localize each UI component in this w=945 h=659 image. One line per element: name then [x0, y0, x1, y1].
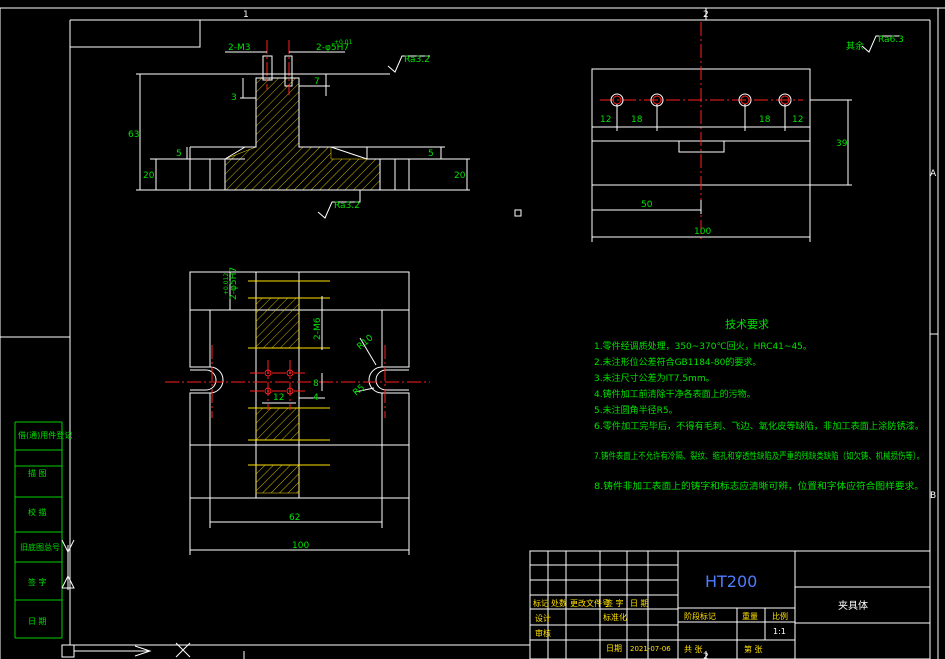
material-text: HT200: [705, 572, 757, 591]
sheet-total: 共 张: [684, 645, 703, 654]
side-dim-50: 50: [641, 200, 653, 210]
top-hatch-base: [255, 464, 300, 494]
tech-req-1: 1.零件经调质处理，350~370℃回火，HRC41~45。: [594, 340, 812, 352]
strip-label-old-no: 旧底图总号: [20, 542, 60, 552]
strip-label-borrow: 借(通)用件登记: [18, 430, 72, 440]
header-change-doc: 更改文件号: [570, 598, 610, 608]
title-block: HT200 夹具体 标记 处数 更改文件号 签 字 日 期 标准化 阶段标记 重…: [529, 550, 931, 659]
top-dim-12: 12: [273, 393, 284, 403]
roughness-bottom: Ra3.2: [334, 201, 360, 211]
roughness-top: Ra3.2: [404, 55, 430, 65]
roughness-other-label: 其余: [846, 40, 864, 52]
roughness-other-value: Ra6.3: [878, 35, 904, 45]
tech-req-8: 8.铸件非加工表面上的铸字和标志应清晰可辨，位置和字体应符合图样要求。: [594, 480, 924, 492]
left-strip-table: 借(通)用件登记 描 图 校 描 旧底图总号 签 字 日 期: [0, 336, 72, 639]
zone-right-b: B: [930, 491, 936, 501]
header-sign: 签 字: [605, 598, 624, 608]
top-dim-8: 8: [313, 379, 319, 389]
drawing-frame: 1 2 A B 2: [0, 7, 945, 659]
header-mark: 标记: [533, 598, 549, 608]
front-step-right-dim: 5: [428, 149, 434, 159]
standardization-label: 标准化: [603, 612, 627, 622]
zone-bottom-2: 2: [703, 652, 709, 659]
tech-req-5: 5.未注圆角半径R5。: [594, 404, 678, 416]
zone-right-a: A: [930, 169, 937, 179]
pick-box: [514, 209, 522, 217]
front-flange-right-dim: 20: [454, 171, 466, 181]
front-flange-left-dim: 20: [143, 171, 155, 181]
zone-top-1: 1: [243, 10, 249, 20]
strip-label-sign: 签 字: [28, 577, 47, 587]
strip-label-check: 校 描: [28, 507, 47, 517]
top-view: 2-φ5H7 +0.012 2-M6 R10 R5 8 12 4 62 100: [165, 267, 430, 555]
top-hole-tol: +0.012: [223, 273, 230, 295]
tech-req-2: 2.未注形位公差符合GB1184-80的要求。: [594, 356, 761, 368]
ucs-icon: [61, 539, 191, 658]
header-date: 日 期: [630, 599, 649, 608]
side-dim-18-right: 18: [759, 115, 771, 125]
strip-label-trace: 描 图: [28, 468, 47, 478]
side-dim-39: 39: [836, 139, 848, 149]
front-thread-depth-dim: 3: [231, 93, 237, 103]
tech-req-title: 技术要求: [725, 318, 769, 331]
front-view: 2-M3 2-φ5H7 +0.01 7 3 63 20 5 5 20 Ra3.2…: [128, 39, 470, 219]
side-dim-18-left: 18: [631, 115, 643, 125]
date-value: 2021-07-06: [630, 645, 671, 653]
front-section-hatch: [224, 77, 381, 191]
strip-label-date: 日 期: [28, 617, 47, 626]
scale-value: 1:1: [773, 627, 786, 636]
top-radius-large: R10: [356, 333, 376, 352]
top-hole-label: 2-φ5H7: [229, 267, 239, 300]
part-name-text: 夹具体: [838, 599, 868, 612]
stage-label: 阶段标记: [684, 611, 716, 621]
tech-req-6: 6.零件加工完毕后，不得有毛刺、飞边、氧化皮等缺陷，非加工表面上涂防锈漆。: [594, 420, 924, 432]
date-label: 日期: [606, 644, 622, 653]
top-dim-100: 100: [292, 541, 309, 551]
front-depth-dim: 7: [314, 77, 320, 87]
front-step-left-dim: 5: [176, 149, 182, 159]
side-dim-12-left: 12: [600, 115, 611, 125]
review-label: 审核: [535, 628, 551, 638]
front-tolerance: +0.01: [334, 39, 353, 46]
top-hatch-lower: [255, 407, 300, 441]
zone-top-2: 2: [703, 10, 709, 20]
top-thread-label: 2-M6: [313, 317, 323, 340]
tech-req-4: 4.铸件加工前清除干净各表面上的污物。: [594, 388, 756, 400]
design-label: 设计: [535, 613, 551, 623]
top-dim-62: 62: [289, 513, 300, 523]
side-dim-12-right: 12: [792, 115, 803, 125]
technical-requirements: 技术要求 1.零件经调质处理，350~370℃回火，HRC41~45。 2.未注…: [594, 318, 924, 492]
sheet-no: 第 张: [744, 644, 763, 654]
top-dim-4: 4: [313, 393, 319, 403]
front-hole-label: 2-φ5H7: [316, 43, 349, 53]
side-dim-100: 100: [694, 227, 711, 237]
top-hatch-upper: [255, 297, 300, 349]
header-count: 处数: [551, 598, 567, 608]
side-view: 12 18 18 12 39 50 100 其余 Ra6.3: [591, 22, 904, 242]
front-thread-label: 2-M3: [228, 43, 250, 53]
scale-label: 比例: [772, 611, 788, 621]
weight-label: 重量: [742, 611, 758, 621]
top-radius-small: R5: [352, 383, 368, 398]
front-height-dim: 63: [128, 130, 139, 140]
tech-req-7: 7.铸件表面上不允许有冷隔、裂纹、缩孔和穿透性缺陷及严重的残缺类缺陷（如欠铸、机…: [594, 450, 924, 462]
tech-req-3: 3.未注尺寸公差为IT7.5mm。: [594, 372, 715, 384]
